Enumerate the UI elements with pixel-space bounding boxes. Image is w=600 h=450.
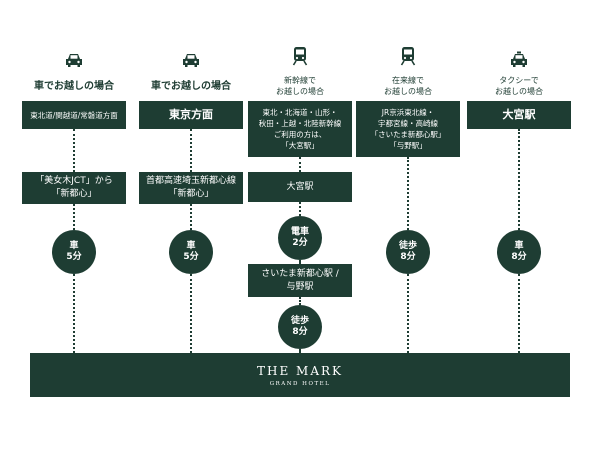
dotted-connector — [407, 157, 409, 230]
column-header: 車でお越しの場合 — [34, 81, 114, 92]
destination-subtitle: GRAND HOTEL — [269, 380, 331, 387]
time-badge: 車 5分 — [169, 230, 213, 274]
dotted-connector — [73, 129, 75, 172]
station-box: 大宮駅 — [248, 172, 352, 202]
time-badge: 徒歩 8分 — [278, 305, 322, 349]
time-badge: 徒歩 8分 — [386, 230, 430, 274]
route-box: 大宮駅 — [467, 101, 571, 129]
dotted-connector — [73, 204, 75, 230]
dotted-connector — [299, 260, 301, 264]
column-shinkansen: 新幹線で お越しの場合 東北・北海道・山形・ 秋田・上越・北陸新幹線 ご利用の方… — [248, 0, 352, 450]
dotted-connector — [518, 129, 520, 230]
route-box: 東北・北海道・山形・ 秋田・上越・北陸新幹線 ご利用の方は、 「大宮駅」 — [248, 101, 352, 157]
train-icon — [292, 47, 308, 66]
column-taxi: タクシーで お越しの場合 大宮駅 車 8分 — [467, 0, 571, 450]
train-icon — [400, 47, 416, 66]
dotted-connector — [190, 204, 192, 230]
dotted-connector — [299, 349, 301, 353]
dotted-connector — [518, 274, 520, 353]
dotted-connector — [299, 202, 301, 216]
column-header: 車でお越しの場合 — [151, 81, 231, 92]
time-badge: 車 5分 — [52, 230, 96, 274]
dotted-connector — [190, 129, 192, 172]
dotted-connector — [299, 297, 301, 305]
column-local-train: 在来線で お越しの場合 JR京浜東北線・ 宇都宮線・高崎線 「さいたま新都心駅」… — [356, 0, 460, 450]
column-car-tokyo: 車でお越しの場合 東京方面 首都高速埼玉新都心線 「新都心」 車 5分 — [139, 0, 243, 450]
taxi-icon — [511, 51, 527, 67]
station-box: さいたま新都心駅 / 与野駅 — [248, 264, 352, 297]
destination-banner: THE MARK GRAND HOTEL — [30, 353, 570, 397]
car-icon — [183, 54, 199, 67]
step-box: 首都高速埼玉新都心線 「新都心」 — [139, 172, 243, 204]
destination-name: THE MARK — [257, 363, 343, 378]
time-badge: 車 8分 — [497, 230, 541, 274]
dotted-connector — [407, 274, 409, 353]
column-header: 新幹線で お越しの場合 — [276, 76, 324, 96]
column-header: 在来線で お越しの場合 — [384, 76, 432, 96]
route-box: JR京浜東北線・ 宇都宮線・高崎線 「さいたま新都心駅」 「与野駅」 — [356, 101, 460, 157]
route-box: 東北道/関越道/常磐道方面 — [22, 101, 126, 129]
time-badge: 電車 2分 — [278, 216, 322, 260]
route-box: 東京方面 — [139, 101, 243, 129]
column-header: タクシーで お越しの場合 — [495, 76, 543, 96]
column-car-north: 車でお越しの場合 東北道/関越道/常磐道方面 「美女木JCT」から 「新都心」 … — [22, 0, 126, 450]
dotted-connector — [190, 274, 192, 353]
car-icon — [66, 54, 82, 67]
step-box: 「美女木JCT」から 「新都心」 — [22, 172, 126, 204]
dotted-connector — [299, 157, 301, 172]
dotted-connector — [73, 274, 75, 353]
